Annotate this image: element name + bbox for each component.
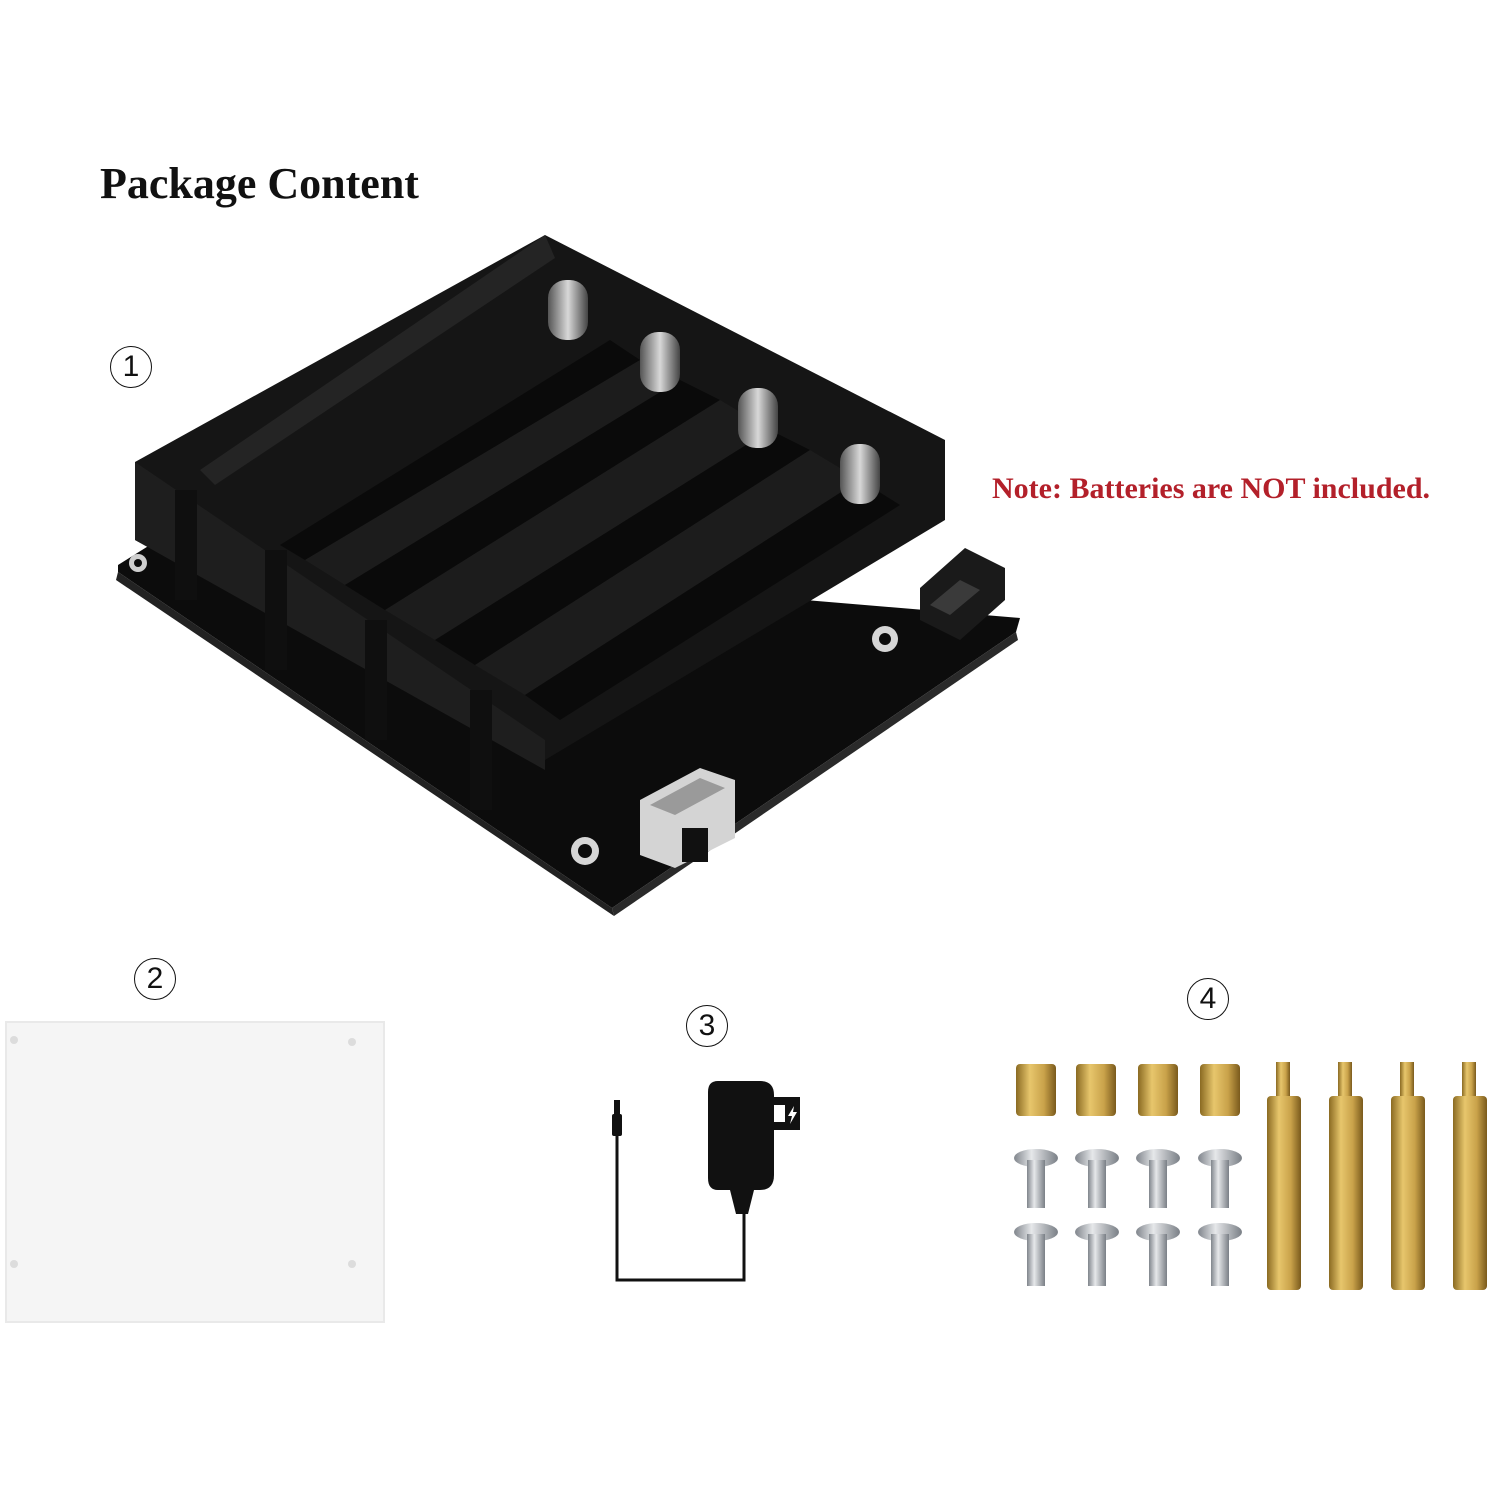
- item-number-2: 2: [134, 958, 176, 1000]
- steel-screws: [1014, 1149, 1242, 1286]
- page-title: Package Content: [100, 159, 419, 208]
- brass-hex-standoffs-long: [1267, 1062, 1487, 1290]
- battery-holder-board: [116, 235, 1020, 916]
- screws-and-standoffs: [1014, 1062, 1487, 1290]
- acrylic-plate: [5, 1021, 385, 1323]
- brass-hex-standoffs-short: [1016, 1064, 1240, 1116]
- item-number-1: 1: [110, 346, 152, 388]
- output-connector: [920, 548, 1005, 640]
- battery-contacts: [548, 280, 880, 504]
- batteries-note: Note: Batteries are NOT included.: [992, 472, 1431, 505]
- item-number-3: 3: [686, 1005, 728, 1047]
- power-adapter-icon: [612, 1081, 800, 1282]
- slide-switch: [640, 768, 735, 868]
- item-number-4: 4: [1187, 978, 1229, 1020]
